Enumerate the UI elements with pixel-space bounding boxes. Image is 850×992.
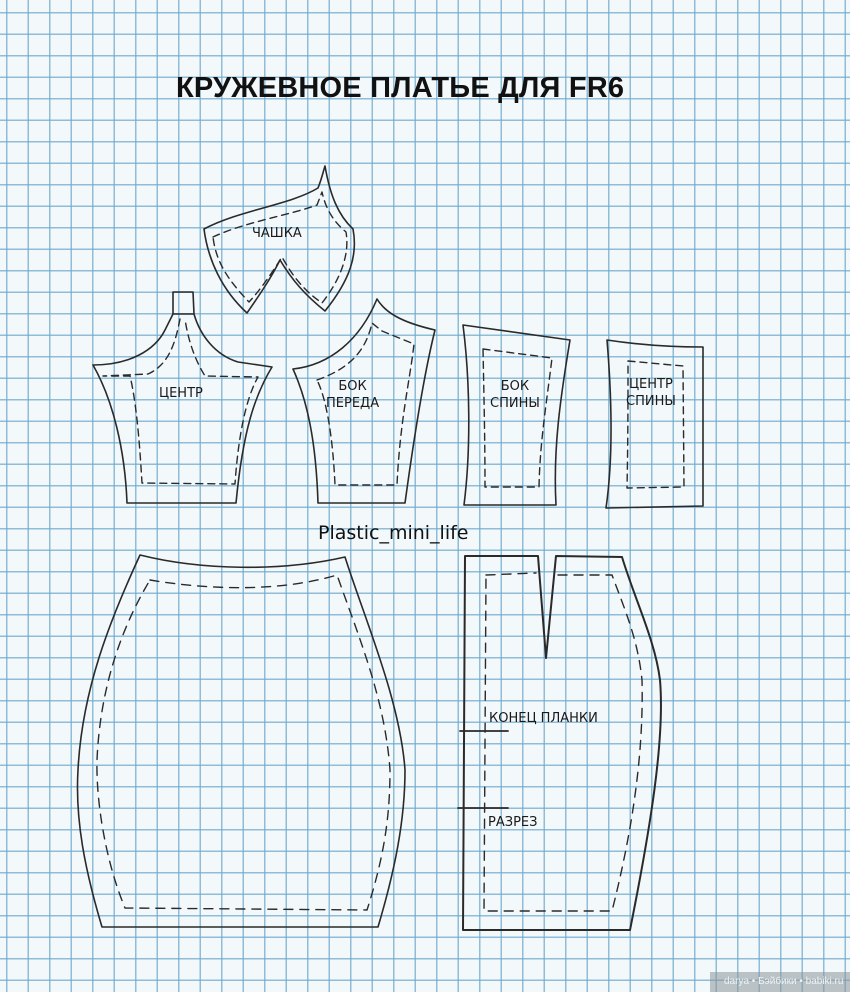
piece-back-center <box>605 339 704 509</box>
label-line: ЦЕНТР <box>159 386 203 401</box>
label-placket-end: КОНЕЦ ПЛАНКИ <box>489 711 598 726</box>
label-back-center: ЦЕНТР СПИНЫ <box>626 376 676 410</box>
piece-skirt-back <box>457 555 662 931</box>
label-line: БОК <box>500 379 530 394</box>
label-back-side: БОК СПИНЫ <box>490 378 540 412</box>
label-line: СПИНЫ <box>626 394 676 409</box>
author-credit: Plastic_mini_life <box>318 522 469 544</box>
watermark: darya • Бэйбики • babiki.ru <box>710 972 850 992</box>
label-line: ПЕРЕДА <box>326 396 380 411</box>
label-line: ЧАШКА <box>252 226 302 241</box>
label-line: БОК <box>338 379 367 394</box>
label-cup: ЧАШКА <box>252 225 302 242</box>
piece-skirt-front <box>76 554 406 928</box>
label-front-side: БОК ПЕРЕДА <box>326 378 379 412</box>
label-slit: РАЗРЕЗ <box>488 815 538 830</box>
piece-front-center <box>92 291 273 504</box>
label-front-center: ЦЕНТР <box>159 385 203 402</box>
piece-cup <box>203 165 356 314</box>
piece-front-side <box>292 298 436 504</box>
label-line: ЦЕНТР <box>628 377 673 392</box>
piece-back-side <box>462 324 571 506</box>
pattern-title: КРУЖЕВНОЕ ПЛАТЬЕ ДЛЯ FR6 <box>176 72 625 104</box>
label-line: СПИНЫ <box>490 396 540 411</box>
